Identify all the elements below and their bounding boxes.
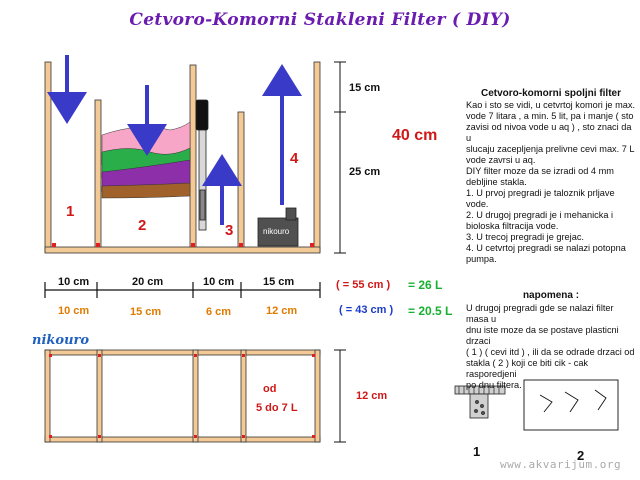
chamber-2-label: 2 <box>138 217 147 234</box>
note-line: stakla ( 2 ) koji ce biti cik - cak rasp… <box>466 358 589 379</box>
pump-label: nikouro <box>263 227 290 236</box>
description-line: 1. U prvoj pregradi je taloznik prljave … <box>466 188 615 209</box>
tray-note-line1: od <box>263 383 277 395</box>
description-line: bioloska filtracija vode. <box>466 221 559 231</box>
inner-width-2: 15 cm <box>130 306 162 318</box>
wall-outer-right <box>313 61 321 253</box>
description-line: DIY filter moze da se izradi od 4 mm <box>466 166 614 176</box>
height-bottom-label: 25 cm <box>349 166 381 178</box>
description-panel: Cetvoro-komorni spoljni filter Kao i sto… <box>466 88 636 265</box>
description-line: debljine stakla. <box>466 177 527 187</box>
inner-width-sum: ( = 43 cm ) <box>339 304 394 316</box>
description-line: 2. U drugoj pregradi je i mehanicka i <box>466 210 614 220</box>
note-line: dnu iste moze da se postave plasticni dr… <box>466 325 619 346</box>
outer-volume: = 26 L <box>408 278 443 292</box>
height-dimensions <box>334 61 346 254</box>
wall-divider-3 <box>237 111 245 253</box>
heater <box>195 99 209 231</box>
outer-width-sum: ( = 55 cm ) <box>336 279 391 291</box>
wall-bottom <box>44 246 321 254</box>
outer-width-4: 15 cm <box>263 276 295 288</box>
description-line: Kao i sto se vidi, u cetvrtoj komori je … <box>466 100 636 110</box>
media-brown <box>101 182 191 199</box>
chamber-1-label: 1 <box>66 203 75 220</box>
height-top-label: 15 cm <box>349 82 381 94</box>
pump <box>257 207 299 247</box>
wall-divider-1 <box>94 99 102 253</box>
note-line: po dnu filtera. <box>466 380 522 390</box>
diagram-title: Cetvoro-Komorni Stakleni Filter ( DIY) <box>129 10 511 30</box>
description-line: slucaju zacepljenja prelivne cevi max. 7… <box>466 144 635 154</box>
description-line: zavisi od nivoa vode u aq ) , sto znaci … <box>466 122 632 143</box>
width-dimensions <box>44 282 321 298</box>
figure-2-label: 2 <box>577 448 585 463</box>
plastic-holder-figure <box>454 385 506 419</box>
tray-height-label: 12 cm <box>356 390 388 402</box>
wall-outer-left <box>44 61 52 253</box>
note-heading: napomena : <box>522 290 580 301</box>
flow-arrows <box>47 55 302 225</box>
description-line: vode zavrsi u aq. <box>466 155 536 165</box>
glass-holders-figure <box>523 379 619 431</box>
outer-width-1: 10 cm <box>58 276 90 288</box>
outer-width-2: 20 cm <box>132 276 164 288</box>
inner-width-4: 12 cm <box>266 305 298 317</box>
tray-height-dimension <box>334 349 346 443</box>
note-panel: napomena : U drugoj pregradi gde se nala… <box>466 290 636 391</box>
description-line: 4. U cetvrtoj pregradi se nalazi potopna <box>466 243 626 253</box>
note-line: U drugoj pregradi gde se nalazi filter m… <box>466 303 614 324</box>
outer-width-3: 10 cm <box>203 276 235 288</box>
figure-1-label: 1 <box>473 444 481 459</box>
tray-joints <box>49 354 315 438</box>
inner-volume: = 20.5 L <box>408 304 453 318</box>
tray-note-line2: 5 do 7 L <box>256 402 298 414</box>
note-line: ( 1 ) ( cevi itd ) , ili da se odrade dr… <box>466 347 635 357</box>
author-signature: nikouro <box>32 333 90 348</box>
glue-joints <box>52 243 314 247</box>
description-line: vode 7 litara , a min. 5 lit, pa i manje… <box>466 111 634 121</box>
wall-divider-2 <box>189 64 197 253</box>
description-line: 3. U trecoj pregradi je grejac. <box>466 232 584 242</box>
height-total-label: 40 cm <box>392 127 438 144</box>
description-heading: Cetvoro-komorni spoljni filter <box>480 88 621 99</box>
tray-top-view <box>44 349 321 443</box>
description-line: pumpa. <box>466 254 497 264</box>
inner-width-3: 6 cm <box>206 306 232 318</box>
chamber-4-label: 4 <box>290 150 299 167</box>
watermark: www.akvarijum.org <box>500 458 622 471</box>
chamber-3-label: 3 <box>225 222 234 239</box>
inner-width-1: 10 cm <box>58 305 90 317</box>
